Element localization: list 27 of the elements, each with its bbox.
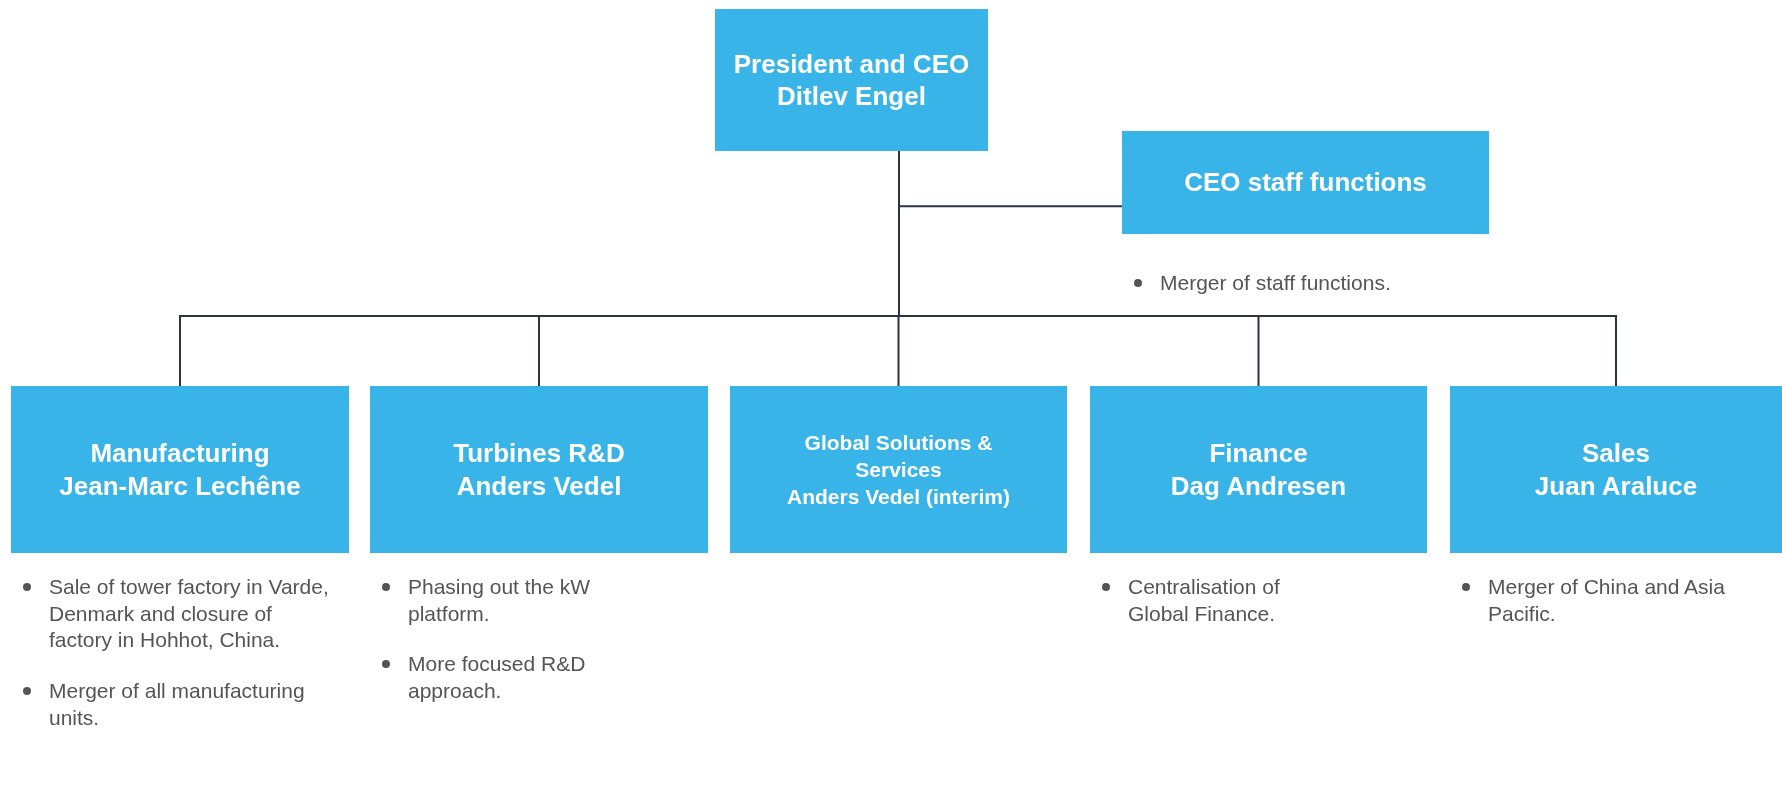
bullet-note: Merger of China and Asia Pacific.	[1488, 575, 1725, 625]
bullet-note: Phasing out the kW platform.	[408, 575, 591, 625]
person-name: Dag Andresen	[1170, 469, 1347, 502]
person-name: Jean-Marc Lechêne	[59, 469, 301, 502]
person-name: Juan Araluce	[1534, 469, 1698, 502]
person-name: Ditlev Engel	[777, 80, 926, 113]
box-title: President and CEO	[733, 47, 970, 80]
person-name: Anders Vedel (interim)	[787, 484, 1010, 511]
person-name: Anders Vedel	[456, 469, 622, 502]
org-box	[11, 386, 349, 553]
bullet-note: Sale of tower factory in Varde, Denmark and closure of factory in Hohhot, China.	[49, 575, 329, 652]
org-box	[1122, 131, 1489, 234]
org-box	[1450, 386, 1782, 553]
box-title: Global Solutions & Services	[803, 429, 994, 483]
org-box	[730, 386, 1067, 553]
org-box	[1090, 386, 1427, 553]
bullet-note: More focused R&D approach.	[408, 652, 586, 702]
box-title: CEO staff functions	[1184, 166, 1427, 199]
box-title: Manufacturing	[90, 437, 270, 470]
box-title: Finance	[1209, 437, 1308, 470]
bullet-note: Merger of staff functions.	[1160, 271, 1391, 294]
org-box	[715, 9, 988, 151]
bullet-note: Merger of all manufacturing units.	[49, 678, 305, 729]
box-title: Sales	[1582, 437, 1650, 470]
bullet-note: Centralisation of Global Finance.	[1128, 575, 1280, 625]
org-box	[370, 386, 708, 553]
box-title: Turbines R&D	[453, 437, 625, 470]
